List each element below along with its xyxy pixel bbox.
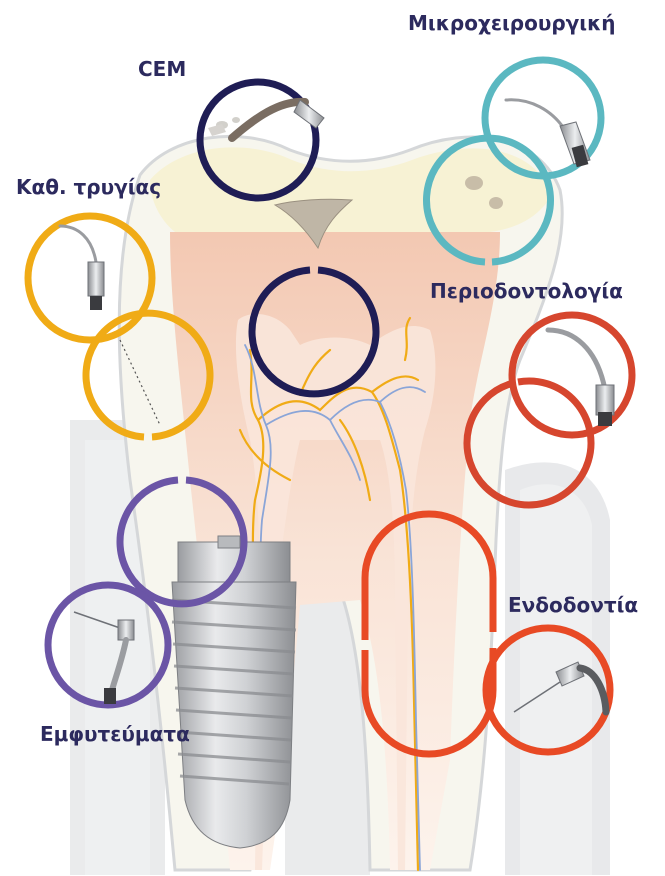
label-endodontics: Ενδοδοντία — [508, 593, 638, 617]
label-implants: Εμφυτεύματα — [40, 722, 190, 746]
dental-implant — [172, 536, 296, 848]
scaler-tip-icon — [208, 100, 324, 138]
label-periodontology: Περιοδοντολογία — [430, 279, 623, 303]
label-microsurgery: Μικροχειρουργική — [408, 11, 616, 35]
label-scaling: Καθ. τρυγίας — [16, 175, 161, 199]
label-cem: CEM — [138, 57, 186, 81]
